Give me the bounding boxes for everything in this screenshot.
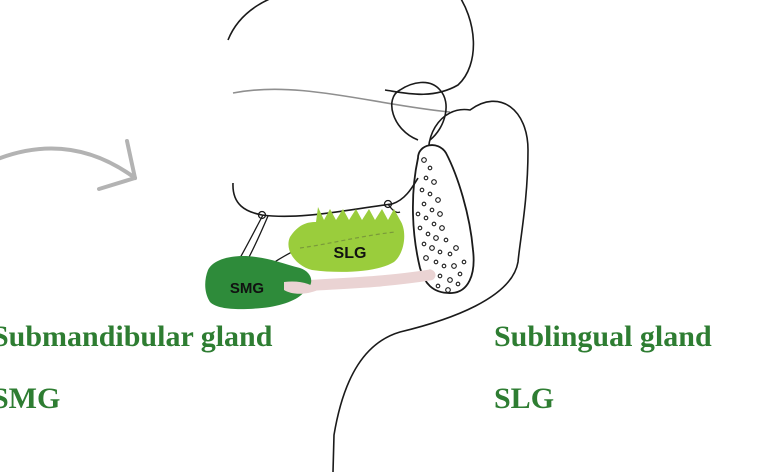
bone-dot [439,225,445,231]
bone-dot [431,221,437,227]
bone-dot [421,241,427,247]
upper-lip-outline [390,81,447,141]
bone-dot [429,245,435,251]
bone-dot [433,235,439,241]
bone-dot [451,263,457,269]
slg-abbreviation-caption: SLG [494,382,555,415]
bone-dot [423,255,429,261]
bone-dot [427,191,433,197]
pointer-arrow [0,139,137,191]
bone-dot [419,187,425,193]
submandibular-gland [205,256,312,310]
bone-dot [433,259,439,265]
bone-dot [447,251,453,257]
bone-dot [417,225,423,231]
slg-label: SLG [334,245,367,262]
bone-dot [441,263,447,269]
bone-dot [421,201,427,207]
head-outline [227,0,475,96]
bone-dot [437,249,443,255]
tongue-floor-line [232,177,419,218]
bone-dot [457,271,463,277]
bone-dot [435,283,441,289]
bone-dot [415,211,421,217]
bone-dot [435,197,441,203]
bone-dot [437,273,443,279]
bone-dot [453,245,459,251]
sublingual-duct-dashed [299,231,396,249]
bone-dot [461,259,467,265]
bone-dot [455,281,461,287]
smg-full-name-caption: Submandibular gland [0,320,273,353]
bone-dot [429,207,435,213]
bone-dot [445,287,451,293]
mandible-bone [412,144,475,294]
bone-dot [443,237,449,243]
bone-dot [423,215,429,221]
bone-dot [447,277,453,283]
sublingual-gland [288,207,405,272]
slg-full-name-caption: Sublingual gland [494,320,712,353]
bone-dot [431,179,437,185]
chin-outline [332,100,529,472]
bone-dot [421,157,427,163]
bone-dot [425,231,431,237]
bone-dot [427,165,433,171]
bone-dot [437,211,443,217]
submandibular-duct-opening [284,281,318,294]
smg-label: SMG [230,280,264,297]
smg-abbreviation-caption: SMG [0,382,61,415]
bone-dot [423,175,429,181]
palate-line [232,88,451,113]
